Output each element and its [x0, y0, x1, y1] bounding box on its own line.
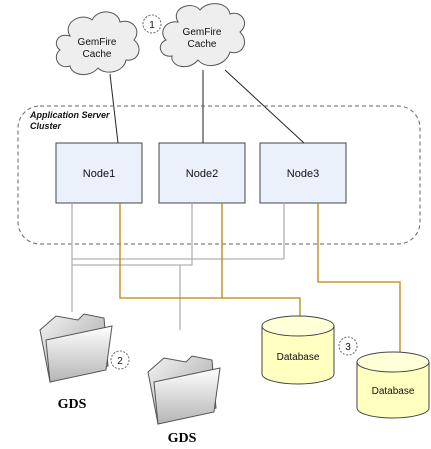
callout-number: 3 [345, 342, 351, 353]
database-2: Database [356, 351, 430, 419]
database-1: Database [261, 315, 335, 385]
gds-label: GDS [58, 397, 87, 412]
callout-number: 1 [149, 20, 155, 31]
database-label: Database [277, 352, 320, 363]
cloud-label-line1: GemFire [183, 27, 222, 38]
folder-icon [39, 313, 113, 383]
cloud-label-line2: Cache [83, 49, 112, 60]
gemfire-cache-cloud-2: GemFire Cache [159, 3, 245, 68]
node-1: Node1 [55, 142, 143, 204]
node-label: Node2 [186, 168, 218, 180]
gds-label: GDS [168, 431, 197, 446]
gemfire-cache-cloud-1: GemFire Cache [55, 11, 140, 75]
cloud-label-line2: Cache [188, 39, 217, 50]
node-3: Node3 [259, 142, 347, 204]
gds-folder-1: GDS [39, 313, 113, 412]
cloud-icon [55, 11, 140, 75]
node-label: Node3 [287, 168, 319, 180]
cluster-label-line2: Cluster [30, 121, 62, 131]
node-label: Node1 [83, 168, 115, 180]
gds-links [71, 203, 285, 330]
node-2: Node2 [158, 142, 246, 204]
cloud-label-line1: GemFire [78, 37, 117, 48]
callout-3: 3 [338, 336, 358, 356]
gds-folder-2: GDS [147, 355, 221, 446]
cloud-icon [159, 3, 245, 68]
callout-number: 2 [117, 356, 123, 367]
callout-1: 1 [142, 14, 162, 34]
folder-icon [147, 355, 221, 425]
callout-2: 2 [110, 350, 130, 370]
cluster-label-line1: Application Server [29, 110, 110, 120]
application-server-cluster [17, 105, 421, 245]
database-links [119, 203, 401, 360]
database-label: Database [372, 386, 415, 397]
link-cloud1-node1 [109, 73, 119, 144]
